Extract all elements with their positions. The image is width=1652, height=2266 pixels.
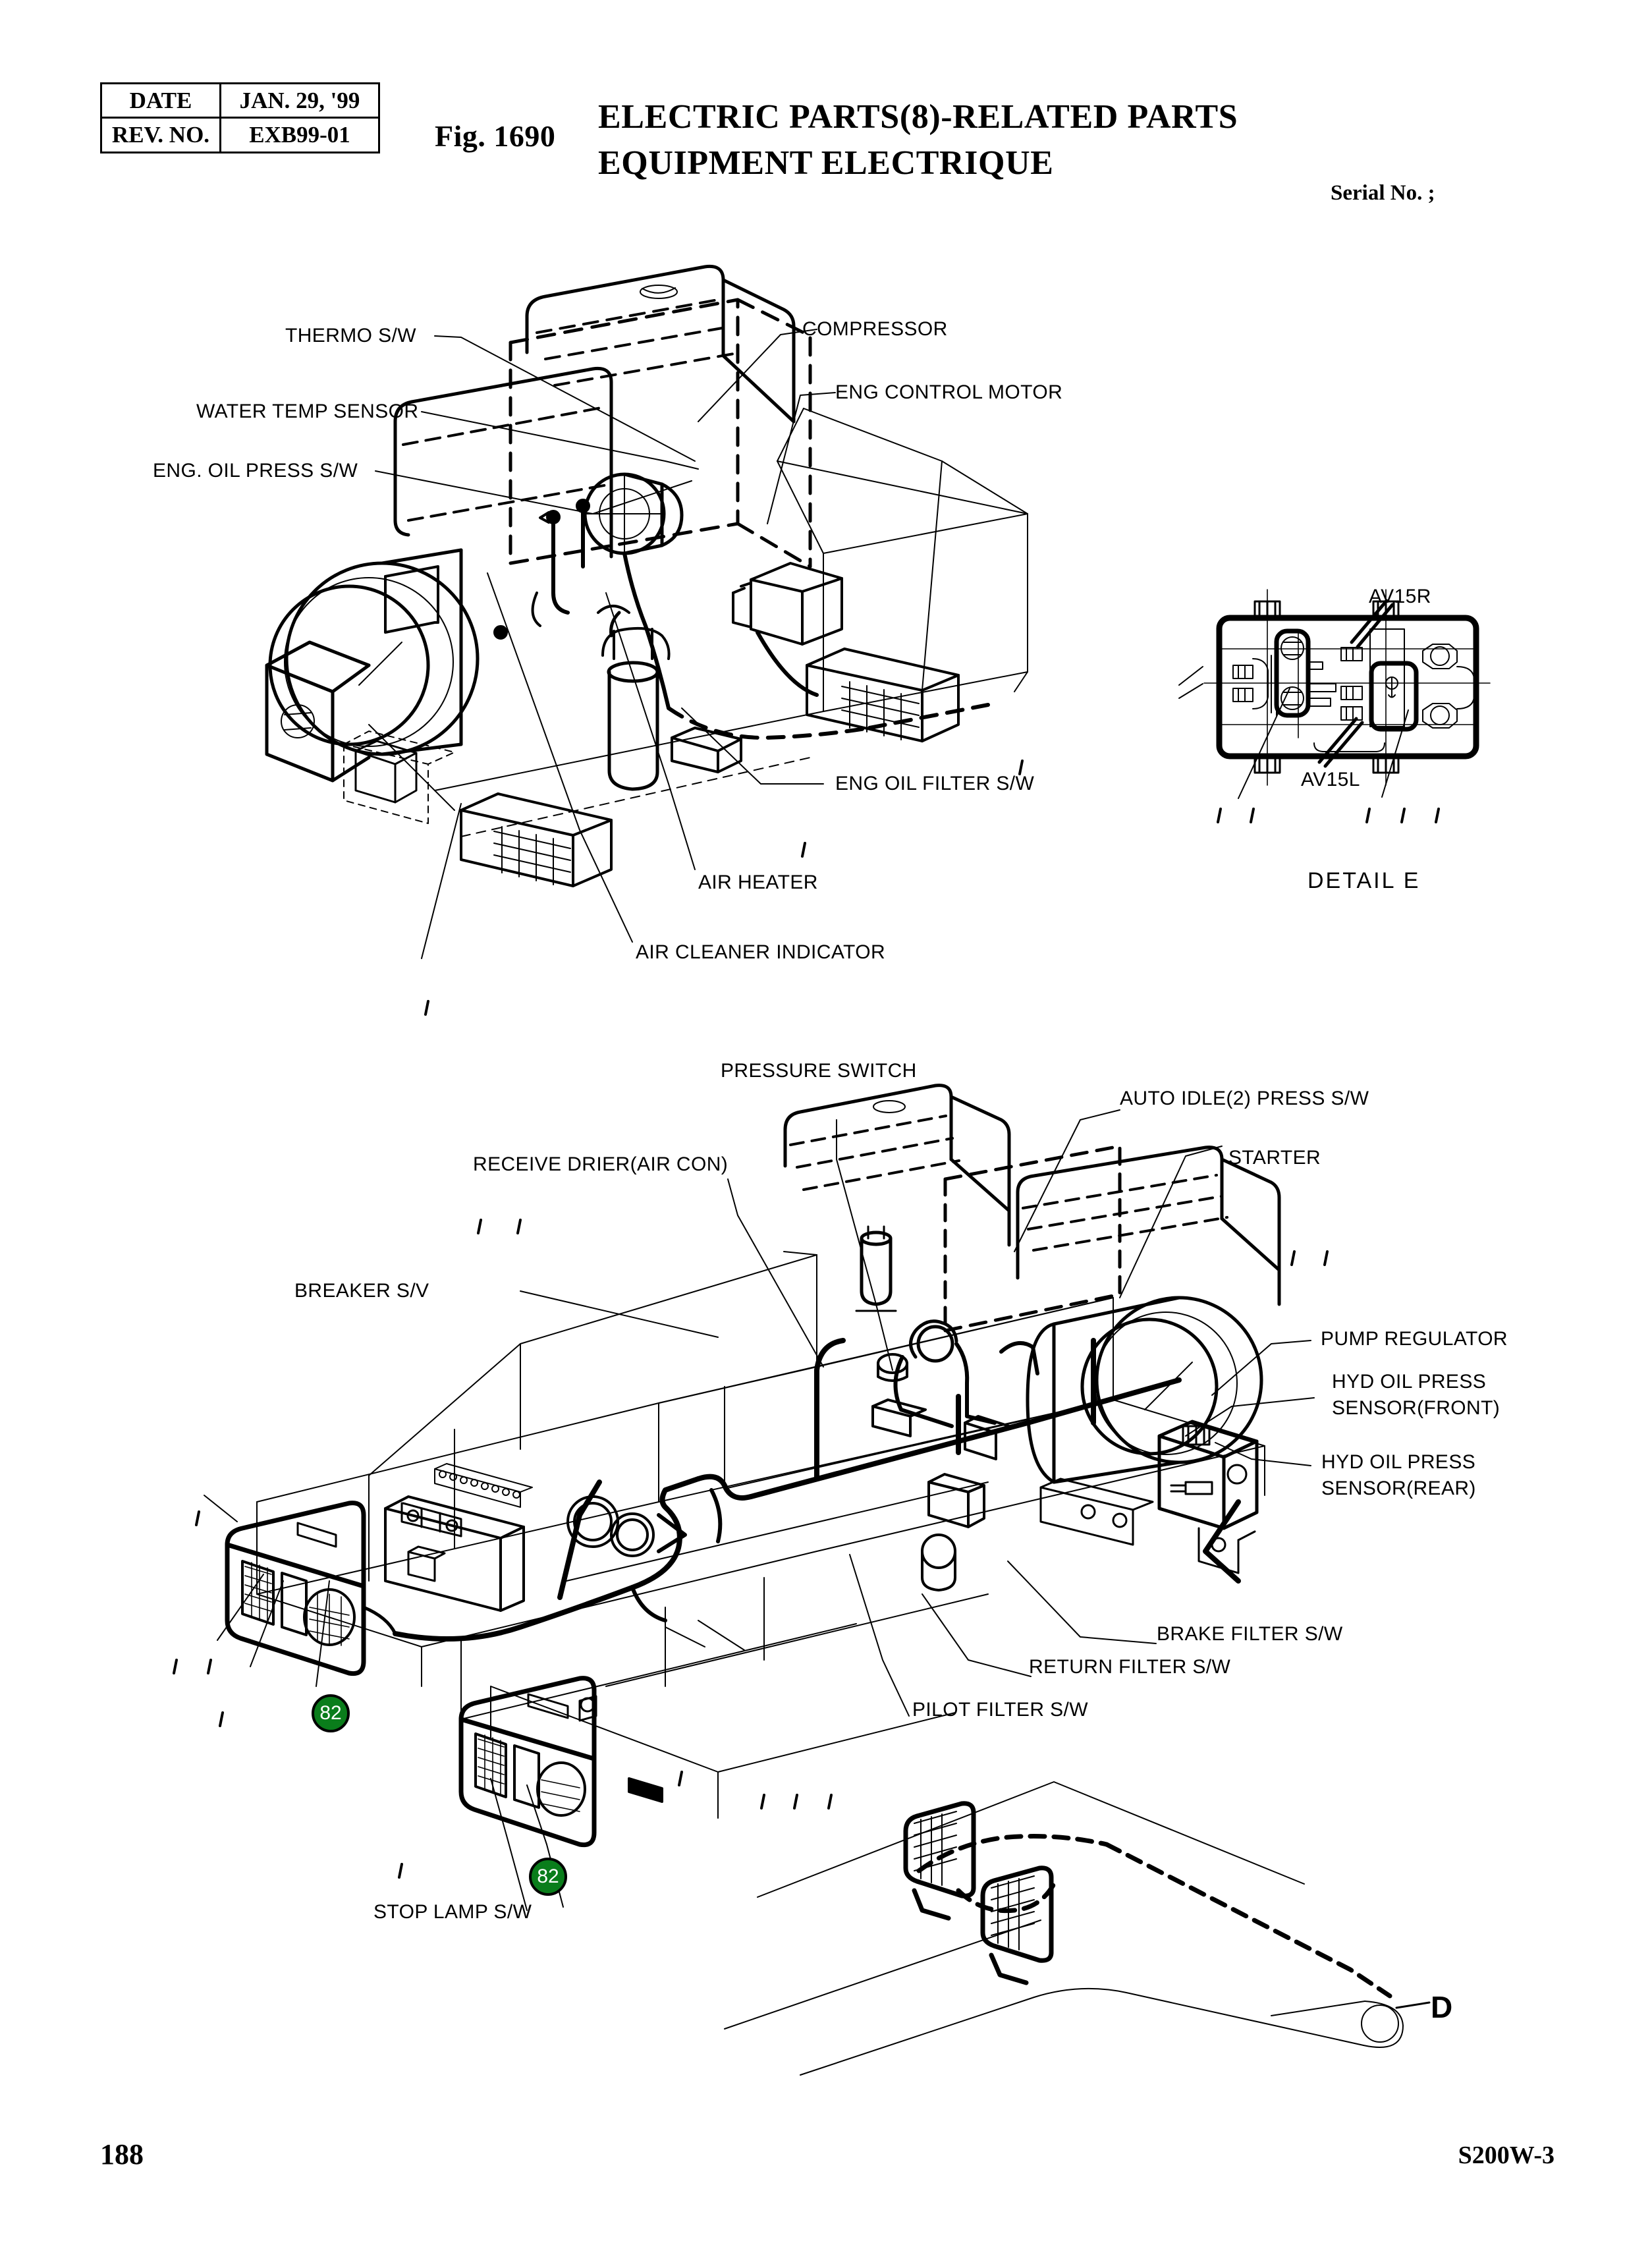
callout-pump-regulator: PUMP REGULATOR	[1321, 1328, 1508, 1350]
callout-av15l: AV15L	[1301, 769, 1360, 790]
callout-breaker-sv: BREAKER S/V	[294, 1280, 429, 1302]
callout-hyd-oil-press-rear-line1: HYD OIL PRESS	[1321, 1451, 1476, 1473]
rev-no-value: EXB99-01	[219, 117, 380, 153]
callout-water-temp-sensor: WATER TEMP SENSOR	[196, 401, 419, 422]
callout-return-filter-sw: RETURN FILTER S/W	[1029, 1656, 1231, 1678]
revision-table: DATE JAN. 29, '99 REV. NO. EXB99-01	[100, 82, 380, 153]
table-row: REV. NO. EXB99-01	[100, 117, 380, 153]
callout-eng-control-motor: ENG CONTROL MOTOR	[835, 381, 1063, 403]
model-code: S200W-3	[1458, 2142, 1555, 2169]
table-row: DATE JAN. 29, '99	[100, 82, 380, 119]
callout-hyd-oil-press-rear-line2: SENSOR(REAR)	[1321, 1478, 1476, 1499]
balloon-82-upper[interactable]: 82	[312, 1694, 350, 1732]
callout-eng-oil-filter-sw: ENG OIL FILTER S/W	[835, 773, 1035, 794]
callout-thermo-sw: THERMO S/W	[285, 325, 416, 346]
lower-chassis-illustration	[173, 1084, 1431, 2076]
callout-compressor: COMPRESSOR	[802, 318, 948, 340]
detail-e-caption: DETAIL E	[1308, 868, 1421, 893]
page-title-english: ELECTRIC PARTS(8)-RELATED PARTS	[598, 98, 1238, 136]
page-number: 188	[100, 2138, 144, 2170]
callout-hyd-oil-press-front-line2: SENSOR(FRONT)	[1332, 1397, 1501, 1419]
callout-starter: STARTER	[1228, 1147, 1321, 1169]
rev-no-label: REV. NO.	[100, 117, 221, 153]
callout-pressure-switch: PRESSURE SWITCH	[721, 1060, 917, 1082]
balloon-82-lower[interactable]: 82	[529, 1858, 567, 1896]
callout-receive-drier: RECEIVE DRIER(AIR CON)	[473, 1153, 729, 1175]
callout-air-heater: AIR HEATER	[698, 871, 818, 893]
serial-number-label: Serial No. ;	[1331, 181, 1435, 205]
callout-hyd-oil-press-front-line1: HYD OIL PRESS	[1332, 1371, 1487, 1393]
callout-brake-filter-sw: BRAKE FILTER S/W	[1157, 1623, 1343, 1645]
detail-e-illustration	[1178, 589, 1491, 823]
callout-auto-idle-press-sw: AUTO IDLE(2) PRESS S/W	[1120, 1088, 1369, 1109]
date-value: JAN. 29, '99	[219, 82, 380, 119]
date-label: DATE	[100, 82, 221, 119]
callout-pilot-filter-sw: PILOT FILTER S/W	[912, 1699, 1088, 1721]
callout-stop-lamp-sw: STOP LAMP S/W	[373, 1901, 532, 1923]
page-header: DATE JAN. 29, '99 REV. NO. EXB99-01 Fig.…	[0, 0, 1652, 224]
section-letter-d: D	[1431, 1990, 1453, 2024]
callout-eng-oil-press-sw: ENG. OIL PRESS S/W	[153, 460, 358, 482]
upper-engine-illustration	[265, 264, 1028, 1016]
callout-air-cleaner-indicator: AIR CLEANER INDICATOR	[636, 941, 886, 963]
figure-number: Fig. 1690	[435, 119, 556, 153]
page-title-french: EQUIPMENT ELECTRIQUE	[598, 144, 1054, 182]
callout-av15r: AV15R	[1369, 586, 1431, 607]
